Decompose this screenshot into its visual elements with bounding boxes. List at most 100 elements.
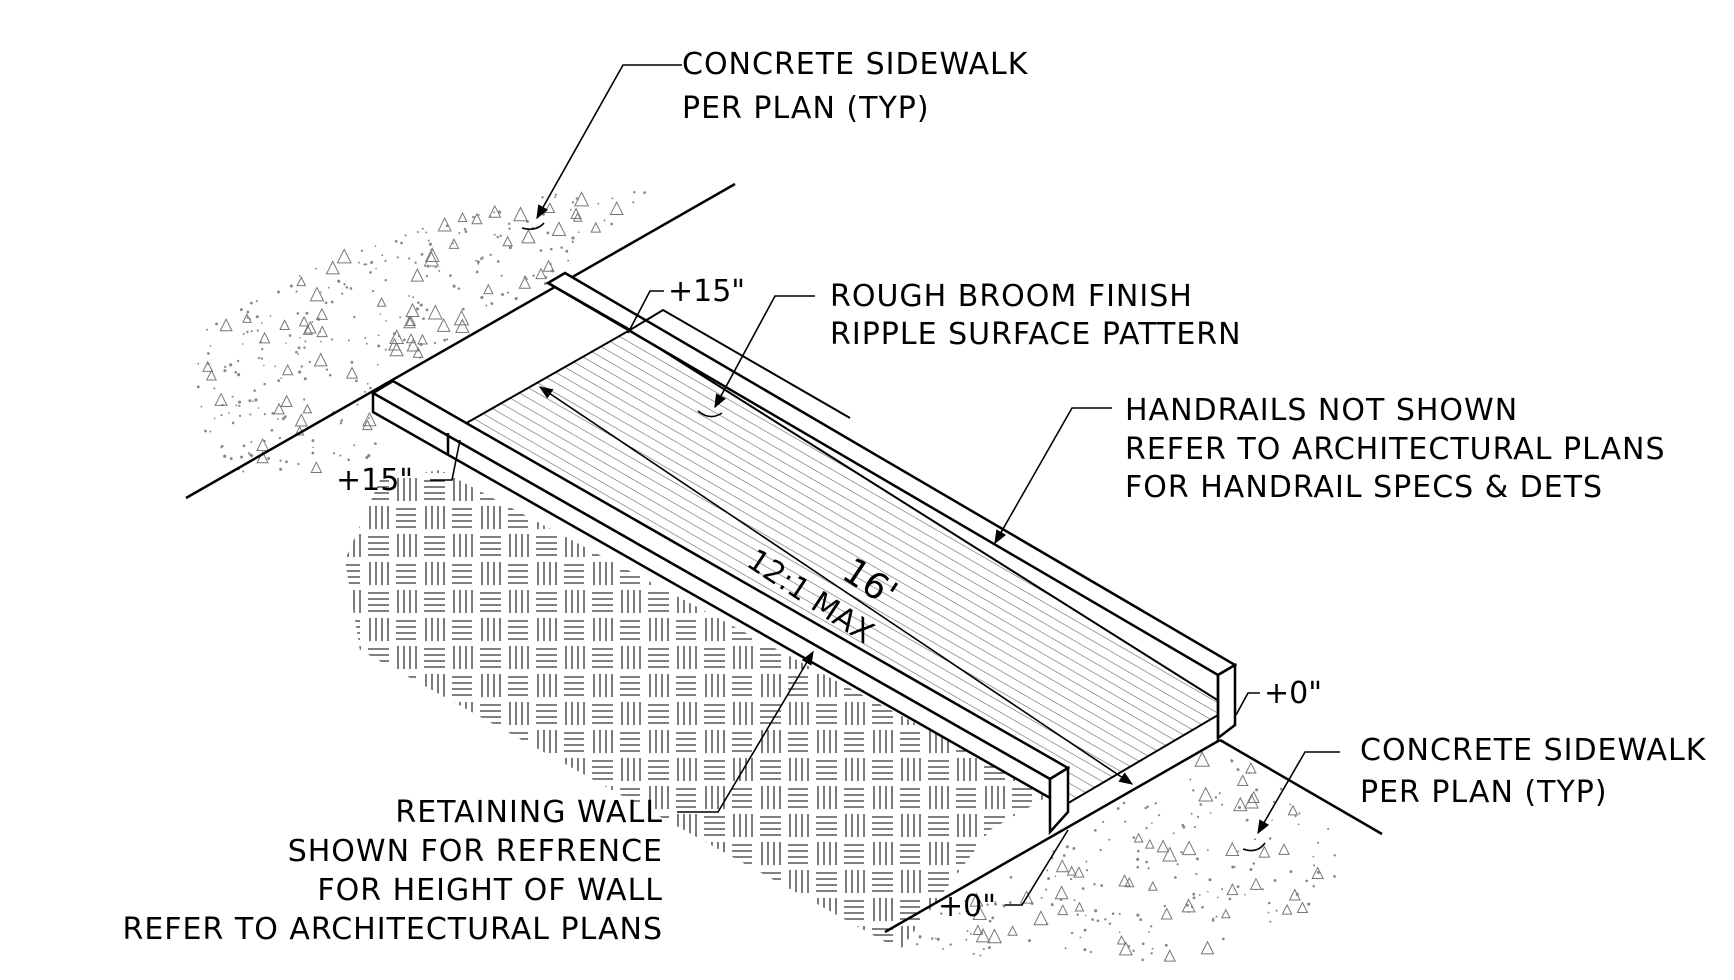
stipple-dot — [220, 446, 222, 449]
stipple-aggregate — [1245, 761, 1257, 774]
stipple-dot — [1046, 869, 1049, 872]
stipple-dot — [565, 249, 569, 253]
stipple-dot — [300, 365, 303, 368]
stipple-aggregate — [1144, 838, 1155, 849]
stipple-dot — [434, 266, 437, 269]
stipple-dot — [364, 337, 367, 340]
stipple-aggregate — [609, 200, 624, 215]
stipple-aggregate — [542, 259, 555, 272]
stipple-dot — [260, 322, 263, 324]
stipple-dot — [303, 377, 307, 381]
stipple-dot — [472, 215, 475, 219]
sidewalk-top-edge — [185, 182, 736, 500]
stipple-dot — [353, 316, 356, 319]
stipple-dot — [249, 413, 252, 416]
stipple-dot — [476, 260, 480, 264]
stipple-dot — [554, 196, 557, 199]
stipple-dot — [1146, 805, 1149, 808]
stipple-dot — [256, 329, 259, 332]
stipple-dot — [1261, 888, 1264, 891]
stipple-dot — [319, 291, 322, 294]
stipple-dot — [1236, 885, 1240, 888]
stipple-aggregate — [345, 366, 359, 379]
stipple-dot — [508, 222, 511, 225]
stipple-aggregate — [388, 337, 401, 351]
stipple-aggregate — [483, 283, 494, 295]
stipple-dot — [1245, 818, 1249, 822]
stipple-dot — [546, 231, 550, 235]
stipple-dot — [1231, 865, 1235, 869]
stipple-dot — [532, 274, 535, 277]
stipple-aggregate — [1181, 840, 1197, 856]
stipple-dot — [237, 373, 241, 377]
stipple-aggregate — [573, 191, 590, 207]
stipple-dot — [374, 245, 377, 247]
stipple-dot — [416, 230, 419, 234]
stipple-dot — [213, 417, 216, 420]
stipple-dot — [477, 262, 480, 265]
stipple-dot — [1073, 899, 1076, 902]
stipple-dot — [246, 330, 249, 334]
label-sidewalk-bottom-line2: PER PLAN (TYP) — [1360, 775, 1608, 810]
stipple-dot — [1271, 819, 1273, 822]
stipple-dot — [238, 414, 242, 418]
stipple-dot — [539, 249, 543, 252]
stipple-dot — [1215, 915, 1218, 918]
stipple-dot — [965, 909, 968, 913]
stipple-aggregate — [1054, 885, 1069, 900]
stipple-aggregate — [313, 352, 328, 367]
stipple-dot — [297, 346, 301, 350]
stipple-aggregate — [1233, 796, 1248, 812]
stipple-dot — [213, 387, 216, 390]
stipple-dot — [1104, 918, 1107, 921]
stipple-dot — [1189, 778, 1192, 781]
stipple-dot — [499, 234, 502, 238]
stipple-aggregate — [296, 276, 307, 287]
stipple-dot — [239, 308, 243, 312]
stipple-dot — [257, 407, 260, 409]
stipple-dot — [298, 370, 302, 374]
stipple-dot — [394, 239, 398, 243]
stipple-dot — [1207, 890, 1209, 893]
stipple-aggregate — [1194, 751, 1210, 767]
stipple-dot — [1062, 854, 1066, 857]
stipple-aggregate — [448, 237, 460, 249]
stipple-aggregate — [570, 207, 582, 219]
stipple-dot — [324, 301, 328, 305]
stipple-dot — [425, 308, 429, 312]
stipple-dot — [254, 398, 258, 402]
label-handrails-line3: FOR HANDRAIL SPECS & DETS — [1125, 470, 1603, 505]
stipple-aggregate — [256, 450, 269, 464]
stipple-dot — [994, 901, 996, 903]
stipple-dot — [384, 348, 387, 351]
label-wall-line3: FOR HEIGHT OF WALL — [317, 873, 663, 908]
stipple-dot — [298, 274, 301, 277]
stipple-dot — [297, 462, 300, 466]
stipple-dot — [1136, 849, 1140, 853]
stipple-aggregate — [972, 924, 984, 936]
stipple-dot — [330, 338, 334, 341]
stipple-dot — [399, 316, 402, 319]
stipple-dot — [366, 382, 369, 385]
stipple-dot — [1091, 918, 1094, 921]
stipple-dot — [303, 398, 306, 401]
stipple-dot — [1248, 772, 1251, 775]
stipple-aggregate — [1162, 846, 1178, 862]
stipple-dot — [1054, 875, 1057, 878]
stipple-dot — [328, 373, 332, 377]
stipple-dot — [940, 912, 943, 915]
stipple-dot — [936, 937, 940, 941]
stipple-dot — [345, 286, 349, 289]
stipple-dot — [1298, 812, 1301, 815]
stipple-dot — [277, 290, 280, 294]
stipple-aggregate — [1073, 866, 1085, 878]
stipple-aggregate — [1249, 877, 1263, 890]
stipple-dot — [1089, 950, 1092, 954]
stipple-aggregate — [336, 248, 352, 264]
stipple-dot — [412, 296, 415, 299]
stipple-dot — [278, 436, 282, 440]
stipple-dot — [1150, 925, 1153, 928]
stipple-aggregate — [455, 318, 470, 333]
stipple-dot — [554, 193, 558, 196]
stipple-dot — [1116, 807, 1120, 810]
